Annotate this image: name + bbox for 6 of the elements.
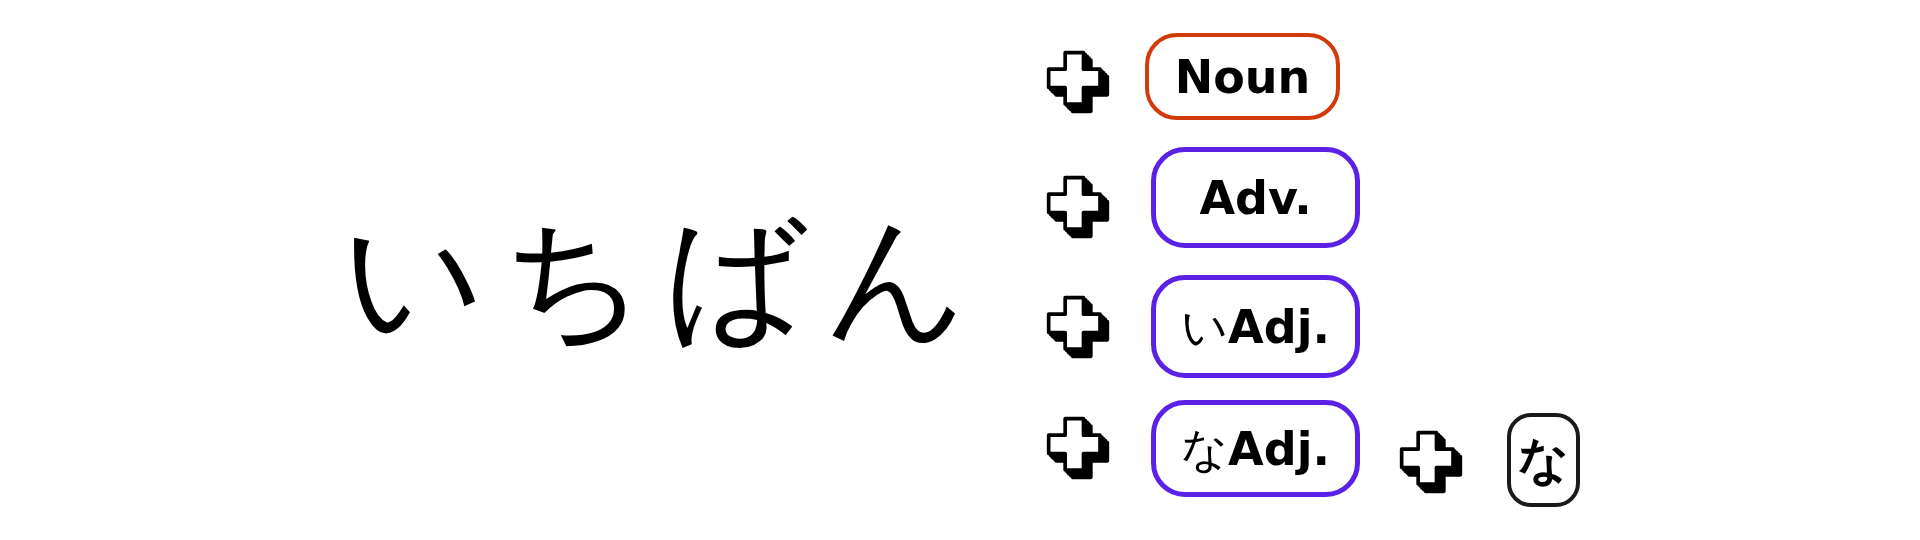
title: いちばん	[342, 208, 986, 348]
particle-tag: な	[1507, 413, 1580, 507]
part-of-speech-tag: なAdj.	[1151, 400, 1360, 497]
part-of-speech-tag: Noun	[1145, 33, 1340, 120]
part-of-speech-tag: いAdj.	[1151, 275, 1360, 378]
part-of-speech-tag: Adv.	[1151, 147, 1360, 248]
